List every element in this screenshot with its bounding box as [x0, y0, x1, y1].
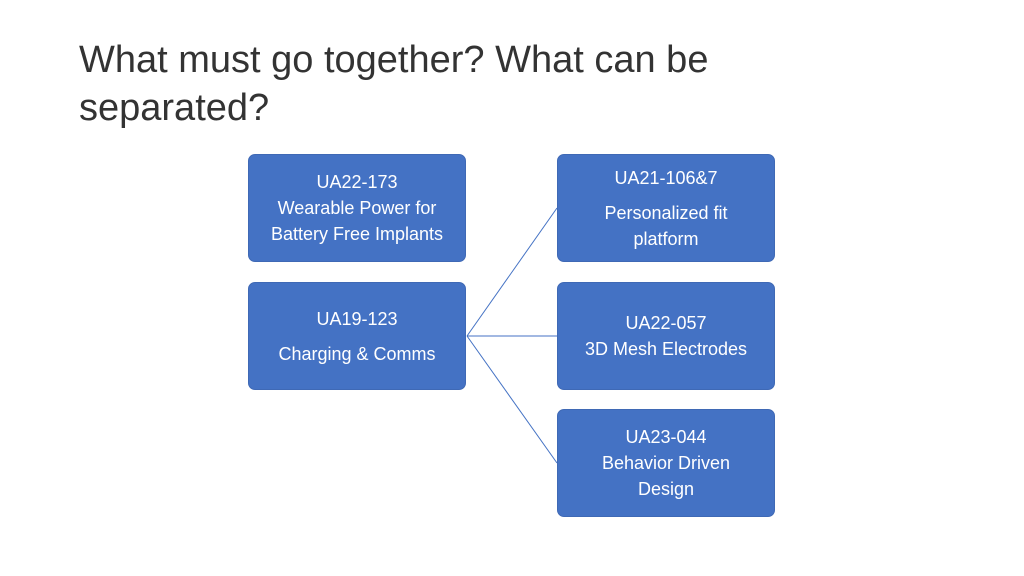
- box-ua22-057[interactable]: UA22-057 3D Mesh Electrodes: [557, 282, 775, 390]
- box-description: Charging & Comms: [278, 343, 436, 364]
- connector-to-ua21-106: [466, 207, 558, 337]
- box-description-line1: Wearable Power for: [277, 198, 437, 218]
- box-ua21-106-7[interactable]: UA21-106&7 Personalized fit platform: [557, 154, 775, 262]
- connector-to-ua23-044: [466, 335, 558, 464]
- box-code: UA22-057: [625, 313, 707, 333]
- box-description-line1: Personalized fit: [604, 202, 728, 223]
- box-ua22-173[interactable]: UA22-173 Wearable Power for Battery Free…: [248, 154, 466, 262]
- box-description-line1: Behavior Driven: [601, 453, 731, 473]
- box-ua19-123[interactable]: UA19-123 Charging & Comms: [248, 282, 466, 390]
- box-code: UA19-123: [316, 308, 398, 329]
- box-description: 3D Mesh Electrodes: [584, 339, 748, 359]
- box-description-line2: Battery Free Implants: [270, 224, 444, 244]
- box-code: UA23-044: [625, 427, 707, 447]
- slide-title: What must go together? What can be separ…: [79, 39, 709, 129]
- box-description-line2: Design: [637, 479, 695, 499]
- box-ua23-044[interactable]: UA23-044 Behavior Driven Design: [557, 409, 775, 517]
- box-description-line2: platform: [633, 228, 699, 249]
- box-code: UA22-173: [316, 172, 398, 192]
- box-code: UA21-106&7: [614, 167, 718, 188]
